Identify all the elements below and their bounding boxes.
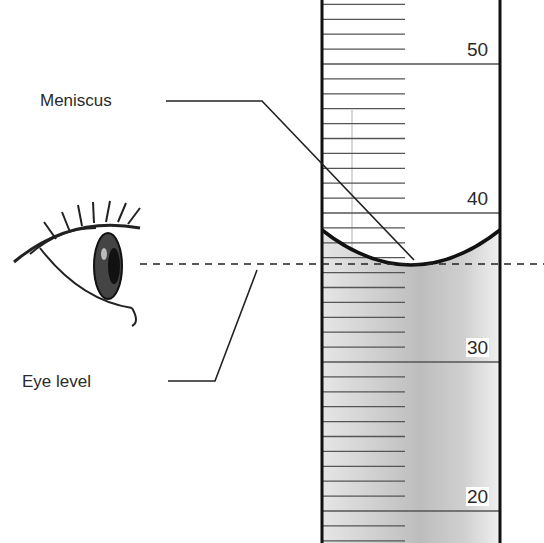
- minor-tick: [322, 376, 405, 377]
- minor-tick: [322, 302, 405, 303]
- major-tick: [322, 63, 500, 64]
- meniscus-curve: [322, 230, 500, 265]
- minor-tick: [322, 34, 405, 35]
- minor-tick: [322, 227, 405, 228]
- major-tick: [322, 361, 500, 362]
- scale-number: 50: [466, 40, 489, 59]
- minor-tick: [322, 183, 405, 184]
- scale-number: 40: [466, 189, 489, 208]
- cylinder-wall: [321, 0, 324, 543]
- minor-tick: [322, 421, 405, 422]
- minor-tick: [322, 257, 405, 258]
- minor-tick: [322, 391, 405, 392]
- major-tick: [322, 212, 500, 213]
- minor-tick: [322, 168, 405, 169]
- eye-level-line: [140, 263, 544, 265]
- minor-tick: [322, 242, 405, 243]
- minor-tick: [322, 481, 405, 482]
- liquid: [322, 230, 500, 543]
- minor-tick: [322, 272, 405, 273]
- minor-tick: [322, 436, 405, 437]
- minor-tick: [322, 346, 405, 347]
- minor-tick: [322, 48, 405, 49]
- minor-tick: [322, 19, 405, 20]
- minor-tick: [322, 332, 405, 333]
- minor-tick: [322, 93, 405, 94]
- glass-highlight: [351, 110, 353, 543]
- minor-tick: [322, 197, 405, 198]
- minor-tick: [322, 138, 405, 139]
- minor-tick: [322, 525, 405, 526]
- scale-number: 20: [466, 487, 489, 506]
- callout-label: Meniscus: [40, 92, 112, 109]
- minor-tick: [322, 4, 405, 5]
- minor-tick: [322, 153, 405, 154]
- minor-tick: [322, 540, 405, 541]
- cylinder-wall: [499, 0, 502, 543]
- minor-tick: [322, 123, 405, 124]
- minor-tick: [322, 451, 405, 452]
- minor-tick: [322, 317, 405, 318]
- minor-tick: [322, 108, 405, 109]
- minor-tick: [322, 495, 405, 496]
- leader-lines: [166, 101, 414, 381]
- minor-tick: [322, 287, 405, 288]
- major-tick: [322, 510, 500, 511]
- minor-tick: [322, 78, 405, 79]
- scale-number: 30: [466, 338, 489, 357]
- minor-tick: [322, 406, 405, 407]
- graduation-ticks: [322, 4, 500, 540]
- eye: [14, 201, 140, 326]
- minor-tick: [322, 466, 405, 467]
- callout-label: Eye level: [22, 373, 91, 390]
